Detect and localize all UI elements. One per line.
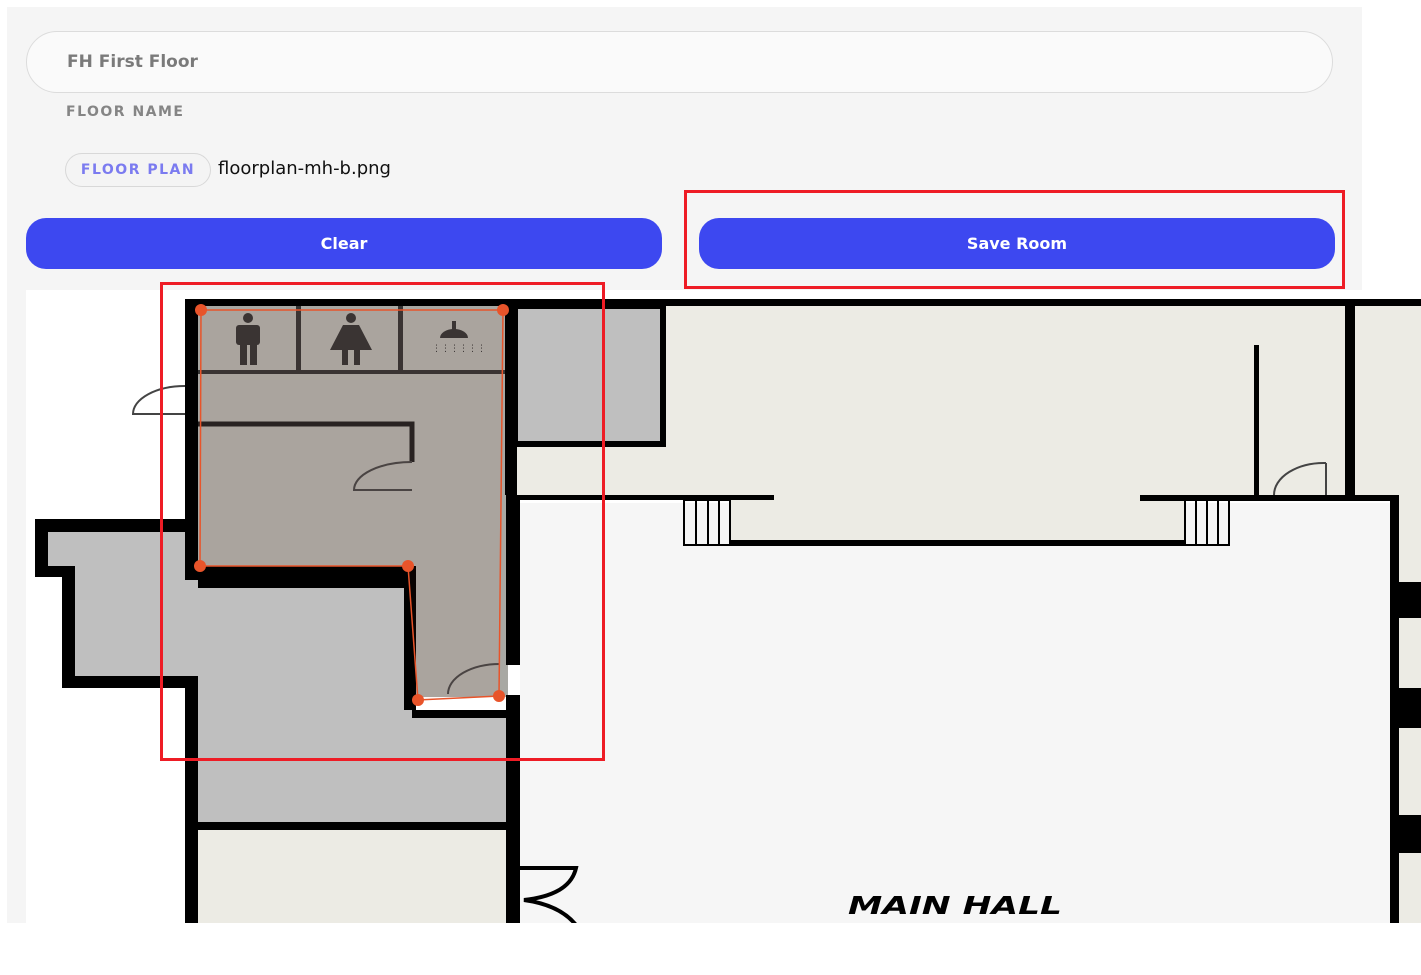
men-restroom-icon <box>236 313 260 365</box>
wall <box>404 566 416 710</box>
door-icon <box>131 385 186 415</box>
wall <box>1345 300 1355 498</box>
door-icon <box>1273 461 1327 496</box>
save-room-button[interactable]: Save Room <box>699 218 1335 269</box>
storage-room <box>512 303 666 447</box>
stairs-left <box>683 499 731 546</box>
highlight-box-polygon <box>160 282 605 761</box>
polygon-vertex-handle[interactable] <box>497 304 509 316</box>
floor-plan-file-name: floorplan-mh-b.png <box>218 158 391 179</box>
stage-edge <box>730 540 1185 546</box>
women-restroom-icon <box>330 313 372 365</box>
wall <box>1391 582 1421 618</box>
lower-room <box>198 830 506 923</box>
wall <box>506 695 520 923</box>
wall <box>398 306 403 372</box>
wall <box>1140 495 1398 501</box>
stairs-right <box>1184 499 1230 546</box>
floor-plan-upload-button[interactable]: FLOOR PLAN <box>65 153 211 187</box>
wall <box>185 822 520 830</box>
polygon-vertex-handle[interactable] <box>412 694 424 706</box>
wall <box>296 306 301 372</box>
door-icon <box>520 866 579 923</box>
restroom-block <box>198 306 508 574</box>
main-hall-room <box>520 503 1390 923</box>
wall <box>198 566 412 575</box>
wall <box>1391 815 1421 853</box>
door-icon <box>352 461 413 491</box>
inner-room-wall <box>198 421 415 462</box>
door-icon <box>447 663 501 695</box>
highlight-box-save <box>684 190 1345 289</box>
top-wall <box>185 299 1421 306</box>
clear-button[interactable]: Clear <box>26 218 662 269</box>
wall <box>1391 688 1421 728</box>
polygon-vertex-handle[interactable] <box>493 690 505 702</box>
wall <box>1254 345 1259 495</box>
svg-text:⋮⋮⋮⋮⋮⋮: ⋮⋮⋮⋮⋮⋮ <box>432 344 486 354</box>
wall <box>506 495 520 665</box>
wall <box>198 370 508 374</box>
floor-name-label: FLOOR NAME <box>66 104 185 120</box>
main-hall-label: MAIN HALL <box>848 891 1062 920</box>
wall <box>185 300 198 580</box>
shower-icon: ⋮⋮⋮⋮⋮⋮ <box>432 321 486 354</box>
polygon-vertex-handle[interactable] <box>195 304 207 316</box>
stage-area <box>730 495 1185 542</box>
floor-name-input[interactable] <box>26 31 1333 93</box>
polygon-vertex-handle[interactable] <box>402 560 414 572</box>
polygon-vertex-handle[interactable] <box>194 560 206 572</box>
wall <box>506 495 774 500</box>
